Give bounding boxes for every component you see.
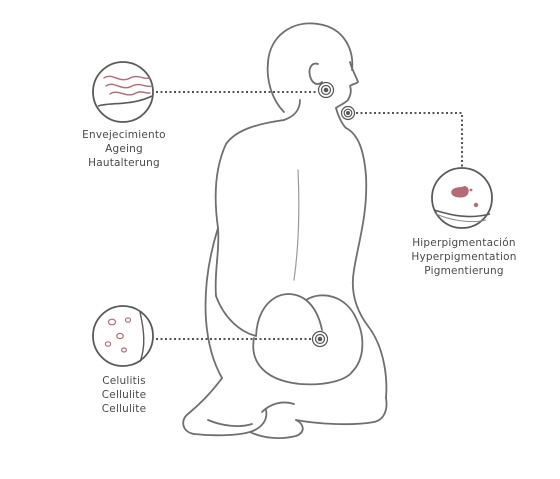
connector-lines: [156, 91, 463, 340]
pigment-spots-icon: [451, 186, 479, 208]
cellulite-label-en: Cellulite: [101, 389, 147, 401]
figure-outline: [182, 22, 388, 439]
cellulite-label-de: Cellulite: [101, 403, 147, 415]
target-marker-neck: [340, 105, 356, 121]
ageing-label-es: Envejecimiento: [82, 129, 166, 141]
pigmentation-label-de: Pigmentierung: [424, 265, 504, 277]
pigmentation-label: Hiperpigmentación Hyperpigmentation Pigm…: [400, 236, 528, 278]
cellulite-label-es: Celulitis: [102, 375, 146, 387]
pigmentation-label-es: Hiperpigmentación: [412, 237, 516, 249]
wrinkle-lines-icon: [103, 75, 153, 96]
pigmentation-label-en: Hyperpigmentation: [411, 251, 517, 263]
connector-pigmentation: [356, 112, 463, 168]
ageing-label-de: Hautalterung: [88, 157, 160, 169]
cellulite-dimples-icon: [104, 317, 132, 353]
ageing-label: Envejecimiento Ageing Hautalterung: [62, 128, 186, 170]
cellulite-label: Celulitis Cellulite Cellulite: [76, 374, 172, 416]
target-marker-face: [317, 81, 335, 99]
pigmentation-zoom-circle: [431, 167, 493, 229]
cellulite-zoom-circle: [92, 305, 154, 367]
ageing-zoom-circle: [92, 61, 154, 123]
target-marker-hip: [311, 330, 329, 348]
ageing-label-en: Ageing: [105, 143, 143, 155]
